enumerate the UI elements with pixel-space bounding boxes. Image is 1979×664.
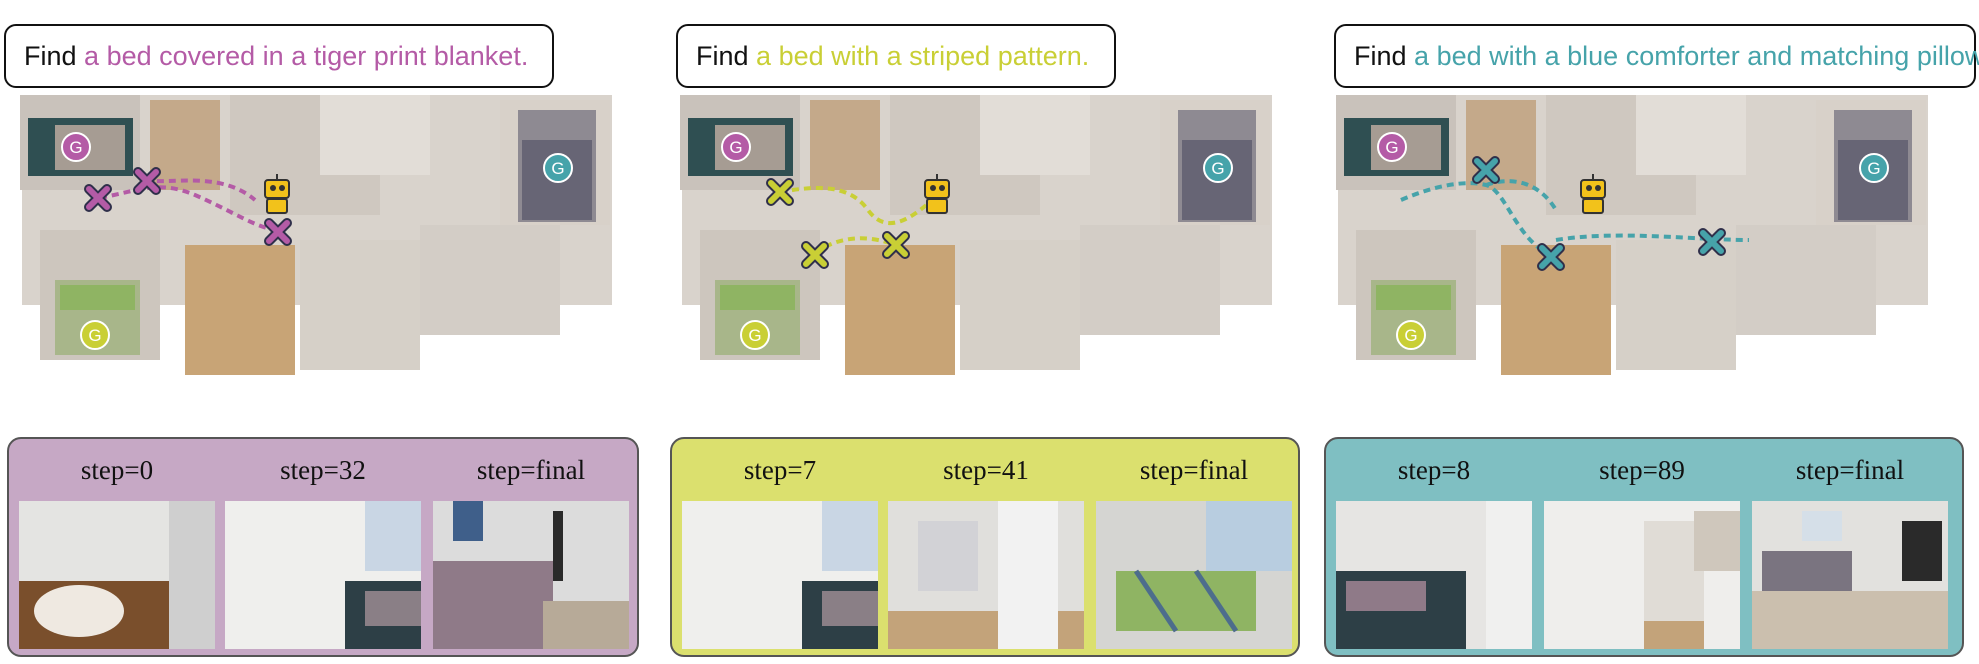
instruction-verb: Find bbox=[696, 41, 749, 71]
step-label: step=0 bbox=[80, 455, 154, 485]
svg-text:G: G bbox=[729, 138, 742, 157]
instruction-verb: Find bbox=[24, 41, 77, 71]
waypoint-x-marker bbox=[882, 231, 910, 259]
goal-marker-teal: G bbox=[543, 153, 573, 183]
step-label: step=41 bbox=[943, 455, 1029, 485]
hallway-wall-view bbox=[1544, 501, 1740, 649]
waypoint-x-marker bbox=[1698, 228, 1726, 256]
bedroom-bed-view bbox=[1336, 501, 1532, 649]
robot-icon bbox=[1580, 174, 1606, 214]
goal-marker-yellow: G bbox=[1396, 320, 1426, 350]
svg-text:G: G bbox=[551, 159, 564, 178]
instruction-box: Find a bed with a striped pattern. bbox=[676, 24, 1116, 88]
bedroom-striped-bed-view bbox=[1096, 501, 1292, 649]
hallway-closet-view bbox=[888, 501, 1084, 649]
bedroom-wall-window-view bbox=[682, 501, 878, 649]
instruction-box: Find a bed with a blue comforter and mat… bbox=[1334, 24, 1979, 88]
waypoint-x-marker bbox=[1537, 243, 1565, 271]
goal-marker-teal: G bbox=[1203, 153, 1233, 183]
bedroom-wide-view bbox=[1752, 501, 1948, 649]
waypoint-x-marker bbox=[801, 241, 829, 269]
waypoint-x-marker bbox=[84, 184, 112, 212]
svg-text:G: G bbox=[1404, 326, 1417, 345]
waypoint-x-marker bbox=[766, 178, 794, 206]
instruction-target: a bed covered in a tiger print blanket. bbox=[84, 41, 529, 71]
step-label: step=32 bbox=[280, 455, 366, 485]
bathroom-sink-view bbox=[19, 501, 215, 649]
instruction-target: a bed with a striped pattern. bbox=[756, 41, 1090, 71]
instruction-box: Find a bed covered in a tiger print blan… bbox=[4, 24, 554, 88]
waypoint-x-marker bbox=[133, 167, 161, 195]
goal-marker-teal: G bbox=[1859, 153, 1889, 183]
goal-marker-purple: G bbox=[721, 132, 751, 162]
episode-panel-1: G G G Find a bed covered in a tiger prin… bbox=[0, 0, 640, 664]
goal-marker-yellow: G bbox=[740, 320, 770, 350]
floor-plan-rooms bbox=[20, 95, 612, 375]
bedroom-wall-window-view bbox=[225, 501, 421, 649]
goal-marker-purple: G bbox=[1377, 132, 1407, 162]
step-strip: step=0 step=32 step=final bbox=[7, 437, 639, 657]
step-label: step=final bbox=[476, 455, 586, 485]
goal-marker-yellow: G bbox=[80, 320, 110, 350]
episode-panel-2: G G G Find a bed with a striped pattern.… bbox=[660, 0, 1300, 664]
svg-text:G: G bbox=[1867, 159, 1880, 178]
step-label: step=final bbox=[1795, 455, 1905, 485]
step-strip: step=8 step=89 step=final bbox=[1324, 437, 1964, 657]
instruction-target: a bed with a blue comforter and matching… bbox=[1414, 41, 1979, 71]
episode-panel-3: G G G Find a bed with a blue comforter a… bbox=[1316, 0, 1979, 664]
step-label: step=89 bbox=[1599, 455, 1685, 485]
bedroom-bed-view bbox=[433, 501, 629, 649]
bed-striped-pattern bbox=[715, 280, 800, 355]
svg-text:G: G bbox=[1211, 159, 1224, 178]
waypoint-x-marker bbox=[1472, 156, 1500, 184]
robot-icon bbox=[264, 174, 290, 214]
step-label: step=7 bbox=[743, 455, 817, 485]
step-label: step=final bbox=[1139, 455, 1249, 485]
floor-plan-map-3: G G G bbox=[1336, 95, 1928, 375]
step-strip: step=7 step=41 step=final bbox=[670, 437, 1300, 657]
waypoint-x-marker bbox=[264, 218, 292, 246]
floor-plan-map-2: G G G bbox=[680, 95, 1272, 375]
svg-text:G: G bbox=[1385, 138, 1398, 157]
goal-marker-purple: G bbox=[61, 132, 91, 162]
svg-text:G: G bbox=[748, 326, 761, 345]
floor-plan-map-1: G G G bbox=[20, 95, 612, 375]
svg-text:G: G bbox=[88, 326, 101, 345]
step-label: step=8 bbox=[1397, 455, 1471, 485]
robot-icon bbox=[924, 174, 950, 214]
instruction-verb: Find bbox=[1354, 41, 1407, 71]
svg-text:G: G bbox=[69, 138, 82, 157]
